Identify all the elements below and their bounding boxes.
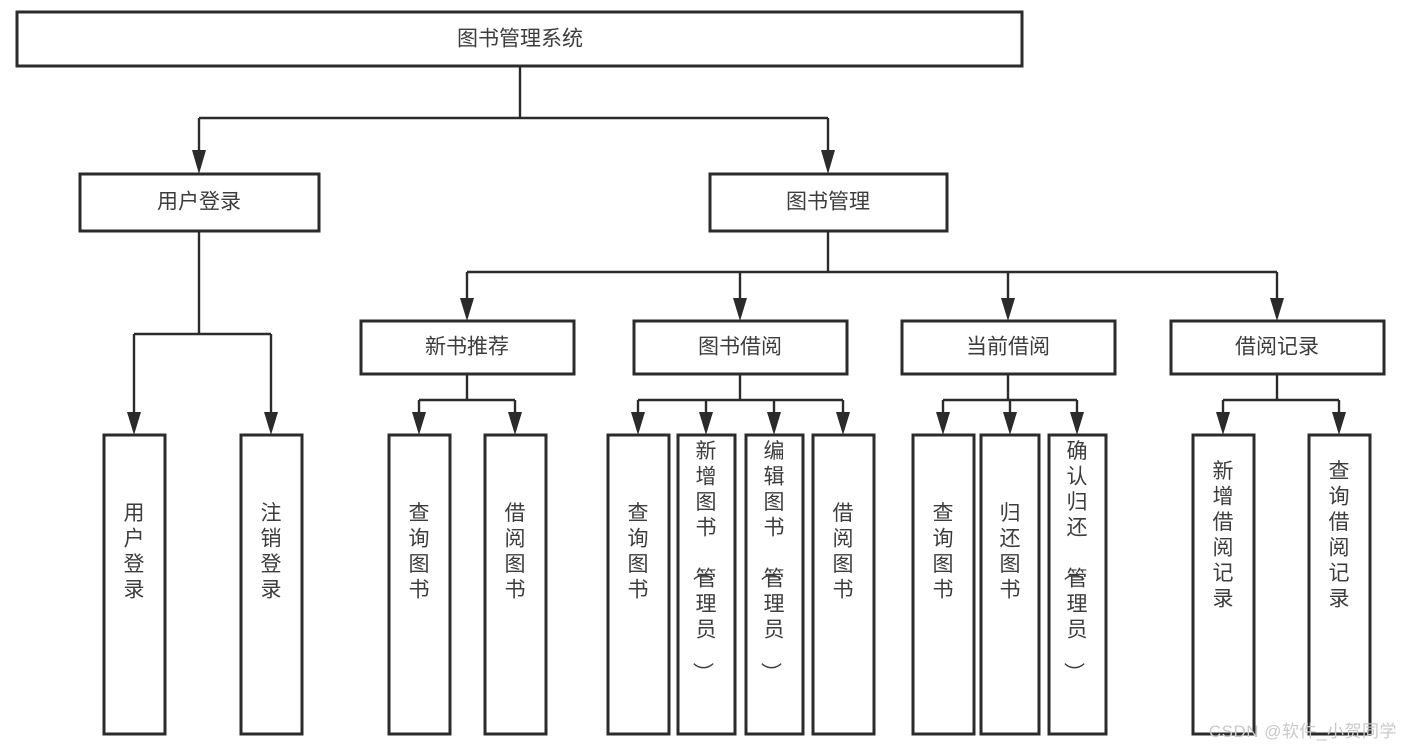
leaf-current-borrow-1[interactable]: 归还图书 <box>979 433 1041 736</box>
arrow-book-borrow-child-0 <box>631 412 645 435</box>
node-book-manage-box[interactable] <box>708 172 949 233</box>
node-book-borrow[interactable]: 图书借阅 <box>632 319 849 376</box>
leaf-book-borrow-2-label: 编辑图书（管理员） <box>759 440 785 683</box>
leaf-new-book-1-box[interactable] <box>483 433 548 736</box>
arrow-user-login-child-1 <box>264 412 278 435</box>
leaf-book-borrow-3-box[interactable] <box>811 433 876 736</box>
leaf-new-book-1[interactable]: 借阅图书 <box>483 433 548 736</box>
nodes-layer: 图书管理系统 用户登录 图书管理 新书推荐 图书借阅 当前 <box>15 10 1386 736</box>
node-new-book-recommend-box[interactable] <box>359 319 576 376</box>
leaf-borrow-record-1[interactable]: 查询借阅记录 <box>1307 433 1372 736</box>
leaf-new-book-1-label: 借阅图书 <box>505 502 526 602</box>
arrow-borrow-record-child-0 <box>1216 412 1230 435</box>
leaf-current-borrow-0-label: 查询图书 <box>933 502 954 602</box>
leaf-user-login-0-label: 用户登录 <box>124 502 145 602</box>
arrow-new-book-child-0 <box>412 412 426 435</box>
arrow-new-book-recommend <box>460 298 474 321</box>
leaf-current-borrow-2-label: 确认归还（管理员） <box>1062 440 1088 683</box>
leaf-current-borrow-1-label: 归还图书 <box>1000 502 1021 602</box>
node-borrow-record[interactable]: 借阅记录 <box>1169 319 1386 376</box>
arrow-user-login <box>192 150 206 174</box>
leaf-current-borrow-1-box[interactable] <box>979 433 1041 736</box>
arrow-book-borrow <box>733 298 747 321</box>
leaf-user-login-0-box[interactable] <box>102 433 167 736</box>
node-user-login[interactable]: 用户登录 <box>78 172 321 233</box>
leaf-book-borrow-3-label: 借阅图书 <box>833 502 854 602</box>
node-current-borrow[interactable]: 当前借阅 <box>900 319 1117 376</box>
arrow-book-borrow-child-2 <box>767 412 781 435</box>
leaf-book-borrow-1[interactable]: 新增图书（管理员） <box>676 433 737 736</box>
leaf-book-borrow-0-label: 查询图书 <box>628 502 649 602</box>
leaf-book-borrow-2-box[interactable] <box>744 433 805 736</box>
leaf-new-book-0[interactable]: 查询图书 <box>387 433 452 736</box>
node-root-system[interactable]: 图书管理系统 <box>15 10 1024 68</box>
leaf-new-book-0-box[interactable] <box>387 433 452 736</box>
arrow-book-manage <box>821 150 835 174</box>
node-book-borrow-box[interactable] <box>632 319 849 376</box>
node-root-system-label: 图书管理系统 <box>457 28 583 51</box>
arrow-book-borrow-child-3 <box>836 412 850 435</box>
leaf-current-borrow-2[interactable]: 确认归还（管理员） <box>1047 433 1108 736</box>
leaf-current-borrow-0[interactable]: 查询图书 <box>911 433 976 736</box>
leaf-borrow-record-0-label: 新增借阅记录 <box>1213 460 1234 611</box>
leaf-book-borrow-2[interactable]: 编辑图书（管理员） <box>744 433 805 736</box>
arrow-book-borrow-child-1 <box>699 412 713 435</box>
leaf-borrow-record-1-box[interactable] <box>1307 433 1372 736</box>
leaf-current-borrow-2-box[interactable] <box>1047 433 1108 736</box>
leaf-book-borrow-1-box[interactable] <box>676 433 737 736</box>
leaf-book-borrow-0-box[interactable] <box>606 433 671 736</box>
arrow-borrow-record-child-1 <box>1332 412 1346 435</box>
csdn-watermark: CSDN @软件_小贺同学 <box>1208 722 1397 741</box>
leaf-user-login-0[interactable]: 用户登录 <box>102 433 167 736</box>
leaf-user-login-1[interactable]: 注销登录 <box>239 433 304 736</box>
arrow-new-book-child-1 <box>508 412 522 435</box>
arrow-current-borrow-child-1 <box>1003 412 1017 435</box>
arrow-current-borrow-child-2 <box>1070 412 1084 435</box>
arrow-user-login-child-0 <box>127 412 141 435</box>
node-new-book-recommend[interactable]: 新书推荐 <box>359 319 576 376</box>
node-book-manage-label: 图书管理 <box>786 191 870 214</box>
arrow-current-borrow-child-0 <box>936 412 950 435</box>
node-current-borrow-box[interactable] <box>900 319 1117 376</box>
node-user-login-label: 用户登录 <box>157 191 241 214</box>
leaf-book-borrow-0[interactable]: 查询图书 <box>606 433 671 736</box>
leaf-user-login-1-label: 注销登录 <box>261 502 282 602</box>
leaf-borrow-record-1-label: 查询借阅记录 <box>1329 460 1350 611</box>
node-borrow-record-box[interactable] <box>1169 319 1386 376</box>
node-book-manage[interactable]: 图书管理 <box>708 172 949 233</box>
leaf-borrow-record-0[interactable]: 新增借阅记录 <box>1191 433 1256 736</box>
edges-layer <box>127 66 1346 435</box>
leaf-borrow-record-0-box[interactable] <box>1191 433 1256 736</box>
node-root-system-box[interactable] <box>15 10 1024 68</box>
arrow-current-borrow <box>1001 298 1015 321</box>
arrow-borrow-record <box>1270 298 1284 321</box>
node-user-login-box[interactable] <box>78 172 321 233</box>
node-new-book-recommend-label: 新书推荐 <box>425 336 509 359</box>
node-book-borrow-label: 图书借阅 <box>698 336 782 359</box>
node-current-borrow-label: 当前借阅 <box>966 336 1050 359</box>
leaf-book-borrow-1-label: 新增图书（管理员） <box>691 440 717 683</box>
leaf-user-login-1-box[interactable] <box>239 433 304 736</box>
leaf-new-book-0-label: 查询图书 <box>409 502 430 602</box>
node-borrow-record-label: 借阅记录 <box>1235 336 1319 359</box>
leaf-current-borrow-0-box[interactable] <box>911 433 976 736</box>
leaf-book-borrow-3[interactable]: 借阅图书 <box>811 433 876 736</box>
